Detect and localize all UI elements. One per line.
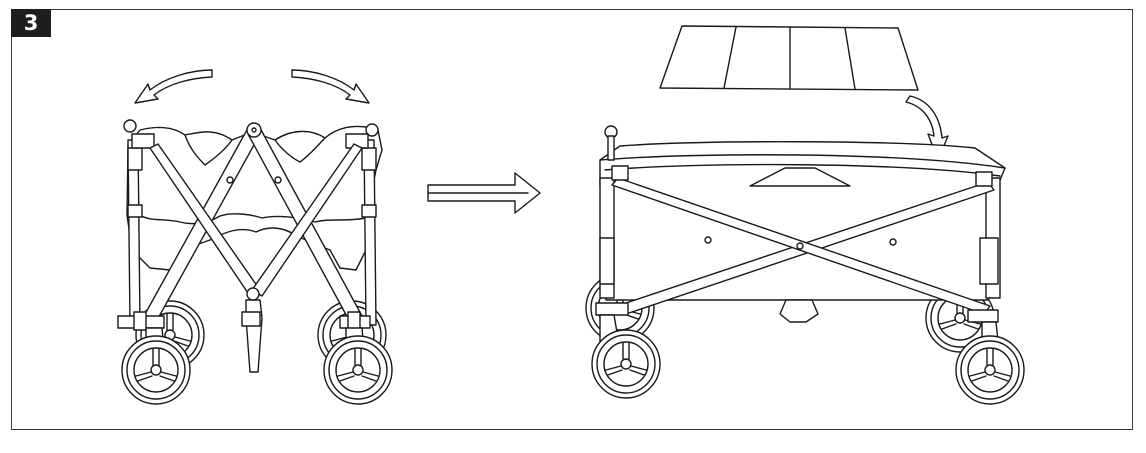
step-number-badge: 3 [11, 9, 51, 37]
floor-mat [659, 25, 919, 91]
rotate-left-arrow-icon [134, 69, 213, 104]
rotate-right-arrow-icon [291, 69, 370, 104]
open-wagon [585, 25, 1025, 405]
folded-wagon [117, 69, 393, 405]
